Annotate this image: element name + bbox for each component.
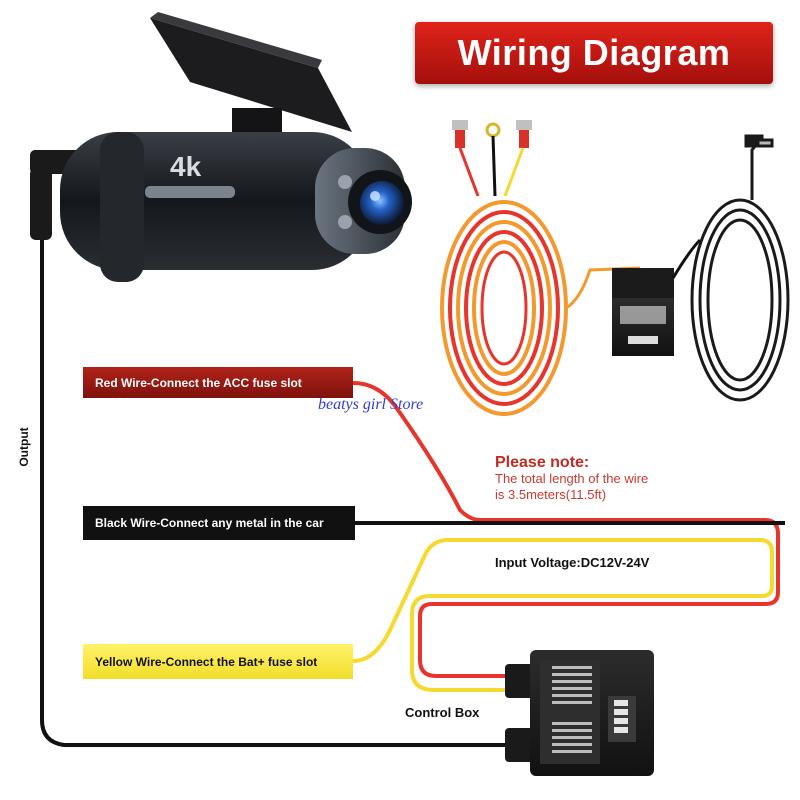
yellow-wire xyxy=(352,538,774,692)
coiled-wire-icon xyxy=(440,135,641,416)
page-title: Wiring Diagram xyxy=(457,32,731,73)
small-control-box-icon xyxy=(612,238,702,356)
title-banner: Wiring Diagram xyxy=(415,22,773,84)
input-voltage-label: Input Voltage:DC12V-24V xyxy=(495,555,650,570)
dash-camera: 4k xyxy=(60,12,412,282)
control-box-label: Control Box xyxy=(405,705,480,720)
note-line-1: The total length of the wire xyxy=(495,471,649,486)
black-wire-label: Black Wire-Connect any metal in the car xyxy=(83,506,355,540)
note-line-2: is 3.5meters(11.5ft) xyxy=(495,487,607,502)
output-label: Output xyxy=(17,427,31,467)
yellow-wire-label: Yellow Wire-Connect the Bat+ fuse slot xyxy=(83,644,353,679)
control-box-icon xyxy=(505,650,654,776)
red-wire-label: Red Wire-Connect the ACC fuse slot xyxy=(83,367,353,398)
store-watermark: beatys girl Store xyxy=(318,396,424,413)
note-title: Please note: xyxy=(495,454,590,471)
camera-lens-icon xyxy=(338,170,412,234)
red-wire xyxy=(352,381,780,678)
camera-4k-badge: 4k xyxy=(170,151,202,182)
dip-switch-icon xyxy=(608,696,636,742)
usb-cable-coil-icon xyxy=(690,134,790,402)
